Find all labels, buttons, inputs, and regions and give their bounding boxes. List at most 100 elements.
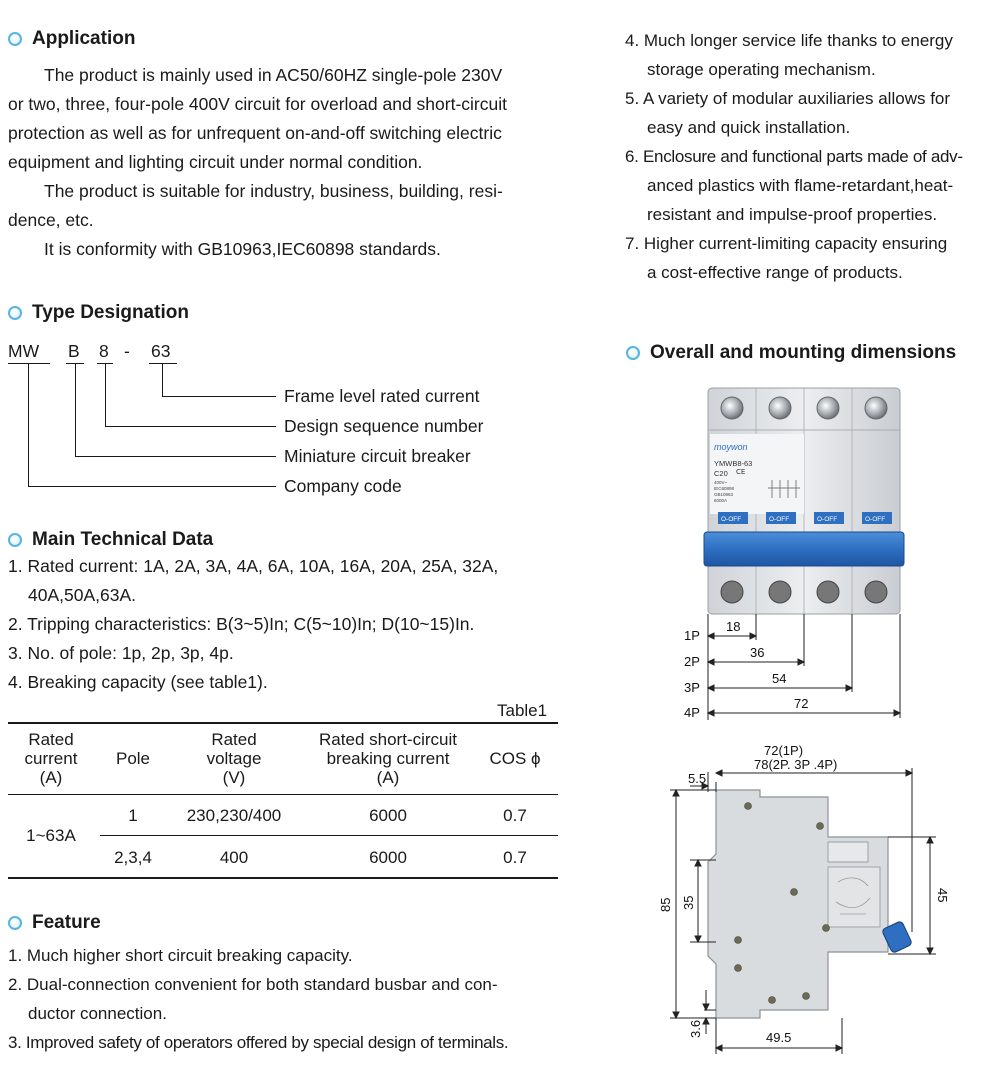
side-dimension-lines <box>670 768 936 1054</box>
cell-voltage: 400 <box>219 848 249 867</box>
feature-heading: Feature <box>8 912 101 934</box>
technical-data-item: 1. Rated current: 1A, 2A, 3A, 4A, 6A, 10… <box>8 556 499 576</box>
toggle-label: O-OFF <box>865 516 885 523</box>
table-rule <box>8 794 558 795</box>
circle-bullet-icon <box>8 533 22 547</box>
technical-data-item: 40A,50A,63A. <box>28 585 136 605</box>
toggle-label: O-OFF <box>769 516 789 523</box>
application-line: The product is suitable for industry, bu… <box>44 181 503 201</box>
blue-handle-bar <box>703 531 905 567</box>
pole-label: 3P <box>684 680 700 695</box>
depth-1p-label: 72(1P) <box>764 743 803 758</box>
cell-pole: 1 <box>128 806 138 825</box>
underline <box>149 363 177 364</box>
blue-toggle <box>882 921 912 953</box>
spec-label: 6000A <box>714 498 727 503</box>
feature-item: 7. Higher current-limiting capacity ensu… <box>625 234 948 253</box>
application-line: or two, three, four-pole 400V circuit fo… <box>8 94 507 114</box>
feature-item: ductor connection. <box>28 1004 167 1023</box>
leader-line <box>162 396 276 397</box>
header-cos-phi: COS ϕ <box>489 749 541 768</box>
feature-item: 3. Improved safety of operators offered … <box>8 1033 509 1052</box>
dimensions-title: Overall and mounting dimensions <box>650 342 957 363</box>
code-company: MW <box>8 341 40 361</box>
underline <box>66 363 84 364</box>
width-label: 72 <box>794 696 808 711</box>
circle-bullet-icon <box>8 32 22 46</box>
label-mcb: Miniature circuit breaker <box>284 446 471 466</box>
application-line: protection as well as for unfrequent on-… <box>8 123 502 143</box>
code-current: 63 <box>151 341 171 361</box>
feature-list-right: 4. Much longer service life thanks to en… <box>625 26 997 287</box>
feature-item: 6. Enclosure and functional parts made o… <box>625 147 963 166</box>
main-technical-data-heading: Main Technical Data <box>8 529 213 551</box>
main-technical-data-title: Main Technical Data <box>32 529 214 550</box>
type-designation-heading: Type Designation <box>8 302 189 324</box>
leader-line <box>105 364 106 427</box>
table-caption: Table1 <box>497 701 548 720</box>
depth-multi-label: 78(2P. 3P .4P) <box>754 757 837 772</box>
feature-title: Feature <box>32 912 101 933</box>
application-heading: Application <box>8 28 135 50</box>
width-label: 54 <box>772 671 786 686</box>
feature-item: anced plastics with flame-retardant,heat… <box>647 176 954 195</box>
table-rule <box>100 835 558 836</box>
application-line: equipment and lighting circuit under nor… <box>8 152 423 172</box>
leader-line <box>162 364 163 397</box>
feature-item: storage operating mechanism. <box>647 60 876 79</box>
pole-label: 4P <box>684 705 700 720</box>
feature-item: 2. Dual-connection convenient for both s… <box>8 975 498 994</box>
technical-data-item: 2. Tripping characteristics: B(3~5)In; C… <box>8 614 475 634</box>
circle-bullet-icon <box>8 916 22 930</box>
table-rule <box>8 722 558 724</box>
dim-85-label: 85 <box>660 898 673 912</box>
rating-label: C20 <box>714 469 728 478</box>
feature-item: easy and quick installation. <box>647 118 851 137</box>
label-frame-current: Frame level rated current <box>284 386 480 406</box>
front-view-drawing: moywon YMWB8-63 C20 400V~ IEC60898 GB109… <box>684 387 905 720</box>
leader-line <box>28 364 29 487</box>
spec-label: IEC60898 <box>714 486 735 491</box>
technical-data-list: 1. Rated current: 1A, 2A, 3A, 4A, 6A, 10… <box>8 552 568 697</box>
cell-pole: 2,3,4 <box>114 848 152 867</box>
application-line: dence, etc. <box>8 210 94 230</box>
wiring-symbol-icon <box>768 480 800 498</box>
cell-voltage: 230,230/400 <box>186 806 282 825</box>
code-dash: - <box>124 341 130 361</box>
terminal-screws-bottom <box>720 580 888 604</box>
technical-data-item: 4. Breaking capacity (see table1). <box>8 672 268 692</box>
cell-breaking: 6000 <box>369 848 407 867</box>
pole-label: 2P <box>684 654 700 669</box>
leader-line <box>75 364 76 457</box>
dim-45-label: 45 <box>935 888 950 902</box>
feature-item: resistant and impulse-proof properties. <box>647 205 938 224</box>
underline <box>97 363 113 364</box>
circle-bullet-icon <box>626 346 640 360</box>
front-dimension-lines <box>706 614 902 720</box>
label-company-code: Company code <box>284 476 402 496</box>
header-rated-current: Rated current (A) <box>24 730 78 787</box>
model-label: YMWB8-63 <box>714 459 752 468</box>
leader-line <box>75 456 276 457</box>
spec-label: GB10963 <box>714 492 734 497</box>
pole-label: 1P <box>684 628 700 643</box>
width-label: 36 <box>750 645 764 660</box>
feature-list-left: 1. Much higher short circuit breaking ca… <box>8 941 568 1057</box>
code-type: B <box>68 341 80 361</box>
header-breaking-current: Rated short-circuit breaking current (A) <box>319 730 457 787</box>
application-title: Application <box>32 28 136 49</box>
leader-line <box>105 426 276 427</box>
toggle-label: O-OFF <box>817 516 837 523</box>
feature-item: 5. A variety of modular auxiliaries allo… <box>625 89 951 108</box>
dim-49-5-label: 49.5 <box>766 1030 791 1045</box>
feature-item: a cost-effective range of products. <box>647 263 903 282</box>
dim-35-label: 35 <box>681 896 696 910</box>
header-pole: Pole <box>115 749 151 768</box>
side-view-drawing: 72(1P) 78(2P. 3P .4P) 5.5 85 35 45 3.6 4… <box>660 743 950 1054</box>
underline <box>8 363 50 364</box>
application-text: The product is mainly used in AC50/60HZ … <box>8 61 568 264</box>
cell-cos: 0.7 <box>503 806 527 825</box>
cell-current: 1~63A <box>26 826 76 845</box>
ce-mark: CE <box>736 468 745 476</box>
header-rated-voltage: Rated voltage (V) <box>206 730 262 787</box>
